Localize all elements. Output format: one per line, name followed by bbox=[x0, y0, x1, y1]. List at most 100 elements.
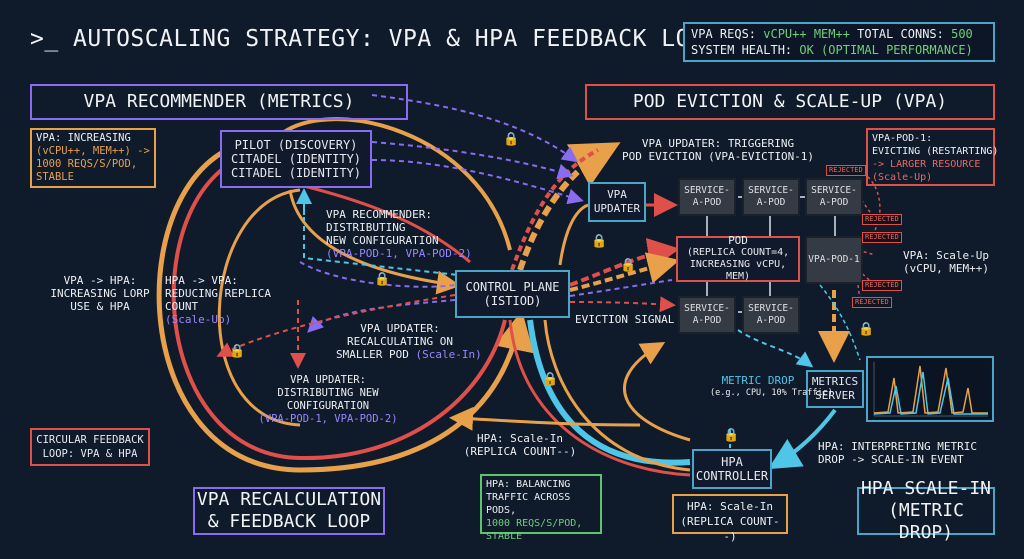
metrics-sparkline bbox=[873, 362, 988, 417]
sparkline-cyan bbox=[873, 371, 988, 415]
status-reqs-value: vCPU++ MEM++ bbox=[763, 27, 850, 41]
note-eviction-signal: EVICTION SIGNAL bbox=[575, 313, 675, 326]
note-interpreting-line2: DROP -> SCALE-IN EVENT bbox=[818, 453, 964, 466]
center-curve-orange bbox=[288, 189, 461, 295]
note-scalein-box-line1: HPA: Scale-In bbox=[686, 500, 774, 513]
pod-label-2b: A-POD bbox=[756, 197, 786, 208]
sparkline-grid bbox=[873, 362, 988, 417]
pod-main-title: POD bbox=[728, 234, 748, 247]
status-health-label: SYSTEM HEALTH: bbox=[691, 43, 800, 57]
note-balancing-line3: 1000 REQS/S/POD, bbox=[486, 518, 583, 529]
control-plane-box[interactable]: CONTROL PLANE (ISTIOD) bbox=[455, 270, 570, 318]
cp-to-updater bbox=[558, 203, 589, 266]
hpa-controller-line2: CONTROLLER bbox=[695, 469, 769, 483]
pod-label-5b: A-POD bbox=[756, 315, 786, 326]
rising-arrow-red bbox=[510, 148, 599, 271]
status-panel: VPA REQS: vCPU++ MEM++ TOTAL CONNS: 500 … bbox=[683, 22, 995, 62]
cp-to-hpa-red bbox=[508, 319, 691, 477]
service-a-pod-2[interactable]: SERVICE-A-POD bbox=[742, 178, 800, 216]
section-hpa-scalein-line2: (METRIC DROP) bbox=[888, 500, 964, 543]
rising-arrow-orange bbox=[517, 142, 621, 271]
metrics-server-box[interactable]: METRICS SERVER bbox=[806, 370, 864, 408]
service-a-pod-1[interactable]: SERVICE-A-POD bbox=[678, 178, 736, 216]
pod-main-box[interactable]: POD (REPLICA COUNT=4, INCREASING vCPU, M… bbox=[676, 234, 800, 282]
note-upd-dist-line2: DISTRIBUTING NEW bbox=[277, 387, 379, 399]
note-vpa-hpa-line2: INCREASING LORP bbox=[50, 287, 150, 300]
note-circular-feedback: CIRCULAR FEEDBACK LOOP: VPA & HPA bbox=[30, 428, 150, 466]
note-scaleup-line2: (vCPU, MEM++) bbox=[902, 262, 990, 275]
cp-to-pod-purple bbox=[569, 279, 673, 297]
note-upd-dist-line3: CONFIGURATION bbox=[286, 400, 370, 412]
metrics-to-hpa bbox=[768, 408, 837, 470]
vpa-updater-line2: UPDATER bbox=[593, 202, 641, 215]
discovery-citadel-1: CITADEL (IDENTITY) bbox=[230, 152, 362, 166]
note-balancing-line4: STABLE bbox=[486, 531, 523, 542]
status-line-health: SYSTEM HEALTH: OK (OPTIMAL PERFORMANCE) bbox=[691, 42, 987, 58]
note-circular-line1: CIRCULAR FEEDBACK bbox=[36, 434, 144, 446]
note-recalc-line2: RECALCULATING ON bbox=[347, 335, 453, 348]
service-a-pod-5[interactable]: SERVICE-A-POD bbox=[742, 296, 800, 334]
note-vpa-inc-line3: 1000 REQS/S/POD, bbox=[36, 158, 138, 170]
note-hpa-vpa-line4: (Scale-Up) bbox=[165, 313, 232, 326]
left-loop-red bbox=[171, 148, 507, 461]
pod-label-1b: A-POD bbox=[692, 197, 722, 208]
note-circular-line2: LOOP: VPA & HPA bbox=[42, 448, 138, 460]
note-evicting-line1: VPA-POD-1: bbox=[872, 133, 933, 144]
status-conns-label: TOTAL CONNS: bbox=[849, 27, 952, 41]
note-hpa-to-vpa: HPA -> VPA: REDUCING REPLICA COUNT (Scal… bbox=[165, 274, 271, 326]
lock-icon: 🔒 bbox=[229, 344, 246, 359]
vpa-updater-box[interactable]: VPA UPDATER bbox=[588, 182, 646, 222]
vpa-updater-line1: VPA bbox=[607, 188, 627, 201]
service-a-pod-3[interactable]: SERVICE-A-POD bbox=[805, 178, 863, 216]
service-a-pod-4[interactable]: SERVICE-A-POD bbox=[678, 296, 736, 334]
rejected-badge-5: REJECTED bbox=[852, 297, 892, 308]
note-hpa-vpa-line2: REDUCING REPLICA bbox=[165, 287, 271, 300]
cp-to-pod-orange bbox=[569, 252, 680, 292]
rejected-badge-1: REJECTED bbox=[826, 165, 866, 176]
note-vpa-updater-triggering: VPA UPDATER: TRIGGERING POD EVICTION (VP… bbox=[622, 137, 814, 163]
note-recalc-line3-text: SMALLER POD bbox=[336, 348, 416, 361]
note-vpa-recommender-distributing: VPA RECOMMENDER: DISTRIBUTING NEW CONFIG… bbox=[326, 208, 472, 260]
metrics-server-line1: METRICS bbox=[811, 375, 859, 388]
note-hpa-interpreting: HPA: INTERPRETING METRIC DROP -> SCALE-I… bbox=[818, 440, 977, 466]
page-title: >_ AUTOSCALING STRATEGY: VPA & HPA FEEDB… bbox=[30, 26, 719, 52]
pod-label-1a: SERVICE- bbox=[684, 185, 730, 196]
note-evicting-line4: (Scale-Up) bbox=[872, 172, 933, 183]
metrics-graph bbox=[866, 356, 994, 422]
lock-icon: 🔒 bbox=[542, 372, 559, 387]
pods-to-metrics-cyan bbox=[737, 329, 814, 368]
metrics-server-line2: SERVER bbox=[815, 389, 855, 402]
control-plane-subtitle: (ISTIOD) bbox=[483, 294, 542, 308]
discovery-box[interactable]: PILOT (DISCOVERY) CITADEL (IDENTITY) CIT… bbox=[220, 130, 372, 188]
note-recalc-line3-scalein: (Scale-In) bbox=[415, 348, 482, 361]
top-arc-red bbox=[299, 183, 471, 264]
note-balancing-line2: TRAFFIC ACROSS PODS, bbox=[486, 492, 571, 516]
note-metric-drop-line1: METRIC DROP bbox=[721, 374, 795, 387]
note-vpa-scale-up: VPA: Scale-Up (vCPU, MEM++) bbox=[896, 249, 996, 275]
hpa-to-left-orange bbox=[623, 341, 691, 442]
pod-main-replica: (REPLICA COUNT=4, bbox=[686, 247, 790, 258]
purple-dash-3 bbox=[371, 159, 584, 205]
cp-to-pod-red-2 bbox=[569, 296, 676, 313]
note-scalein-mid-line2: (REPLICA COUNT--) bbox=[463, 445, 577, 458]
lock-icon: 🔒 bbox=[858, 322, 875, 337]
note-interpreting-line1: HPA: INTERPRETING METRIC bbox=[818, 440, 977, 453]
note-hpa-scale-in-mid: HPA: Scale-In (REPLICA COUNT--) bbox=[455, 432, 585, 458]
lock-icon: 🔒 bbox=[723, 428, 740, 443]
purple-dash-4 bbox=[299, 261, 456, 288]
note-vpa-inc-line2: (vCPU++, MEM++) -> bbox=[36, 145, 150, 157]
purple-dash-1 bbox=[371, 94, 579, 163]
pod-label-4b: A-POD bbox=[692, 315, 722, 326]
vpa-pod-1[interactable]: VPA-POD-1 bbox=[805, 236, 863, 284]
rejected-badge-2: REJECTED bbox=[862, 214, 902, 225]
cp-to-pod-red bbox=[569, 237, 680, 287]
note-hpa-scale-in-box: HPA: Scale-In (REPLICA COUNT--) bbox=[672, 494, 788, 543]
note-vpa-updater-distributing: VPA UPDATER: DISTRIBUTING NEW CONFIGURAT… bbox=[258, 374, 398, 426]
pod-main-increasing: INCREASING vCPU, MEM) bbox=[689, 259, 787, 282]
note-recalc-line1: VPA UPDATER: bbox=[360, 322, 440, 335]
hpa-controller-box[interactable]: HPA CONTROLLER bbox=[692, 449, 772, 489]
note-metric-drop-line2: (e.g., CPU, 10% Traffic) bbox=[710, 388, 833, 398]
note-recalc-line3: SMALLER POD (Scale-In) bbox=[336, 348, 482, 361]
note-evicting-line3: -> LARGER RESOURCE bbox=[872, 159, 981, 170]
